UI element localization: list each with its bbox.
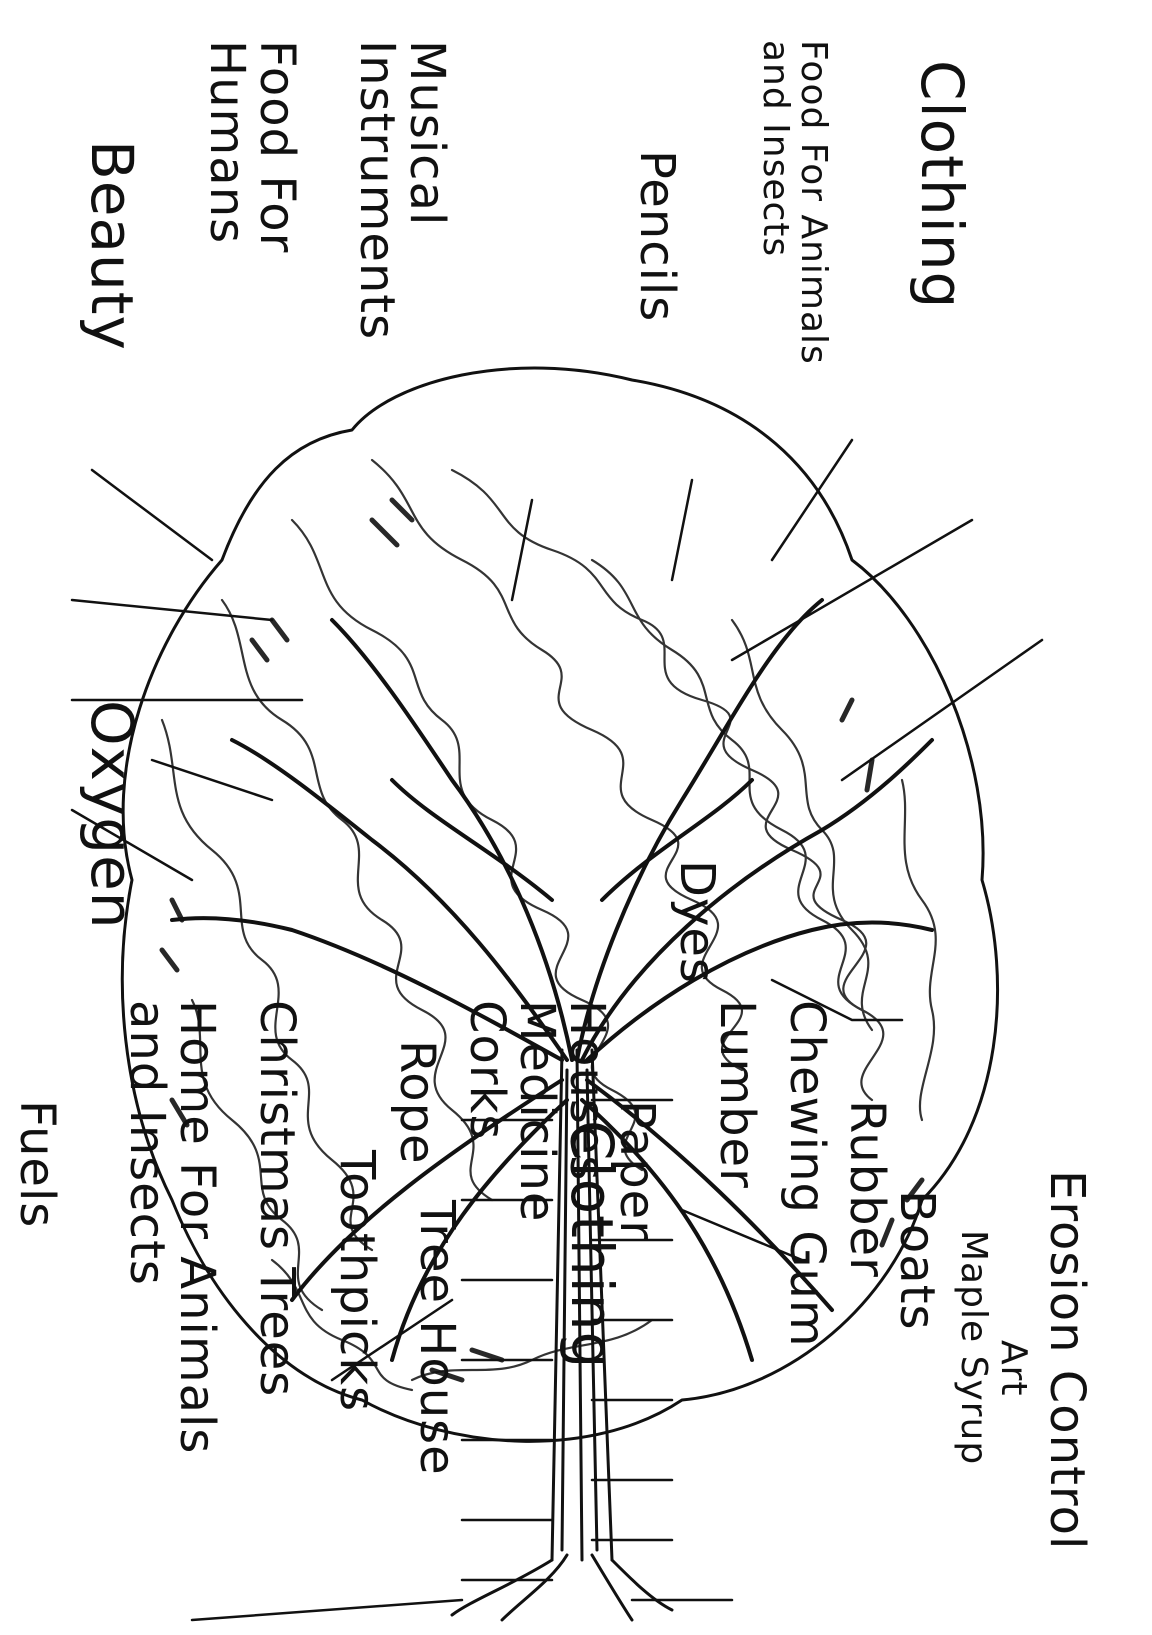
label-art: Art bbox=[994, 1340, 1032, 1397]
label-medicine: Medicine bbox=[512, 1000, 562, 1222]
label-christmas-trees: Christmas Trees bbox=[252, 1000, 302, 1397]
label-fuels: Fuels bbox=[12, 1100, 62, 1228]
label-houses: Houses bbox=[562, 1000, 612, 1181]
label-chewing-gum: Chewing Gum bbox=[782, 1000, 832, 1348]
label-maple-syrup: Maple Syrup bbox=[954, 1230, 992, 1465]
label-lumber: Lumber bbox=[712, 1000, 762, 1189]
label-beauty: Beauty bbox=[82, 140, 142, 351]
label-corks: Corks bbox=[462, 1000, 512, 1140]
label-toothpicks: Toothpicks bbox=[332, 1150, 382, 1412]
label-clothing-bottom: Clothing bbox=[912, 60, 972, 309]
label-boats: Boats bbox=[892, 1190, 942, 1331]
label-home-for-animals: Home For Animals and Insects bbox=[122, 1000, 222, 1454]
label-rope: Rope bbox=[392, 1040, 442, 1165]
label-erosion-control: Erosion Control bbox=[1042, 1170, 1092, 1550]
label-food-for-animals: Food For Animals and Insects bbox=[756, 40, 832, 365]
label-pencils: Pencils bbox=[632, 150, 682, 322]
label-oxygen: Oxygen bbox=[82, 700, 142, 930]
label-dyes: Dyes bbox=[672, 860, 722, 984]
label-tree-house: Tree House bbox=[412, 1200, 462, 1476]
label-food-for-humans: Food For Humans bbox=[202, 40, 302, 253]
label-paper: Paper bbox=[612, 1100, 662, 1241]
label-musical-instruments: Musical Instruments bbox=[352, 40, 452, 340]
label-rubber: Rubber bbox=[842, 1100, 892, 1278]
